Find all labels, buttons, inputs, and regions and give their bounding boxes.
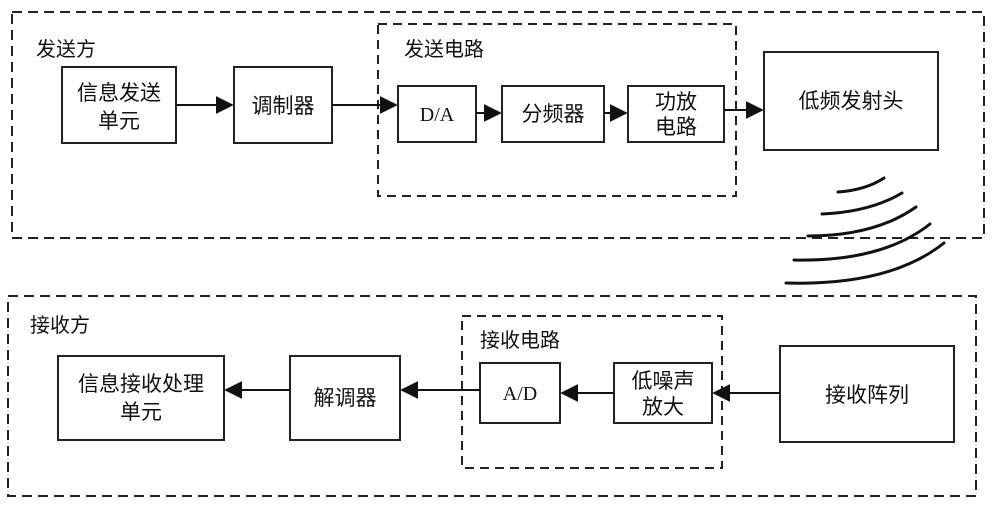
da-label: D/A (420, 104, 455, 126)
info-recv-unit-label-line1: 信息接收处理 (78, 372, 204, 396)
lna-label-line2: 放大 (642, 395, 684, 419)
demodulator-box (289, 355, 401, 441)
demodulator-label: 解调器 (314, 386, 377, 410)
divider-label: 分频器 (522, 102, 585, 126)
info-recv-unit-box (57, 355, 225, 441)
lf-transmitter-label: 低频发射头 (799, 89, 904, 113)
receiver-title: 接收方 (30, 313, 90, 337)
receive-circuit-title: 接收电路 (480, 328, 560, 352)
ad-label: A/D (503, 383, 537, 405)
modulator-label: 调制器 (252, 94, 315, 118)
info-send-unit-label-line2: 单元 (98, 109, 140, 133)
lna-label-line1: 低噪声 (632, 369, 695, 393)
info-recv-unit-label-line2: 单元 (120, 400, 162, 424)
sender-title: 发送方 (36, 37, 96, 61)
receive-array-label: 接收阵列 (825, 383, 909, 407)
sender-boundary (11, 11, 985, 239)
radio-waves-icon (784, 176, 946, 285)
lf-transmitter-box (763, 51, 939, 151)
send-circuit-title: 发送电路 (404, 37, 484, 61)
power-amp-box (627, 85, 725, 143)
ad-box (479, 362, 561, 424)
info-send-unit-label-line1: 信息发送 (77, 81, 161, 105)
power-amp-label-line1: 功放 (655, 90, 697, 114)
receiver-boundary (7, 295, 977, 497)
power-amp-label-line2: 电路 (655, 115, 697, 139)
